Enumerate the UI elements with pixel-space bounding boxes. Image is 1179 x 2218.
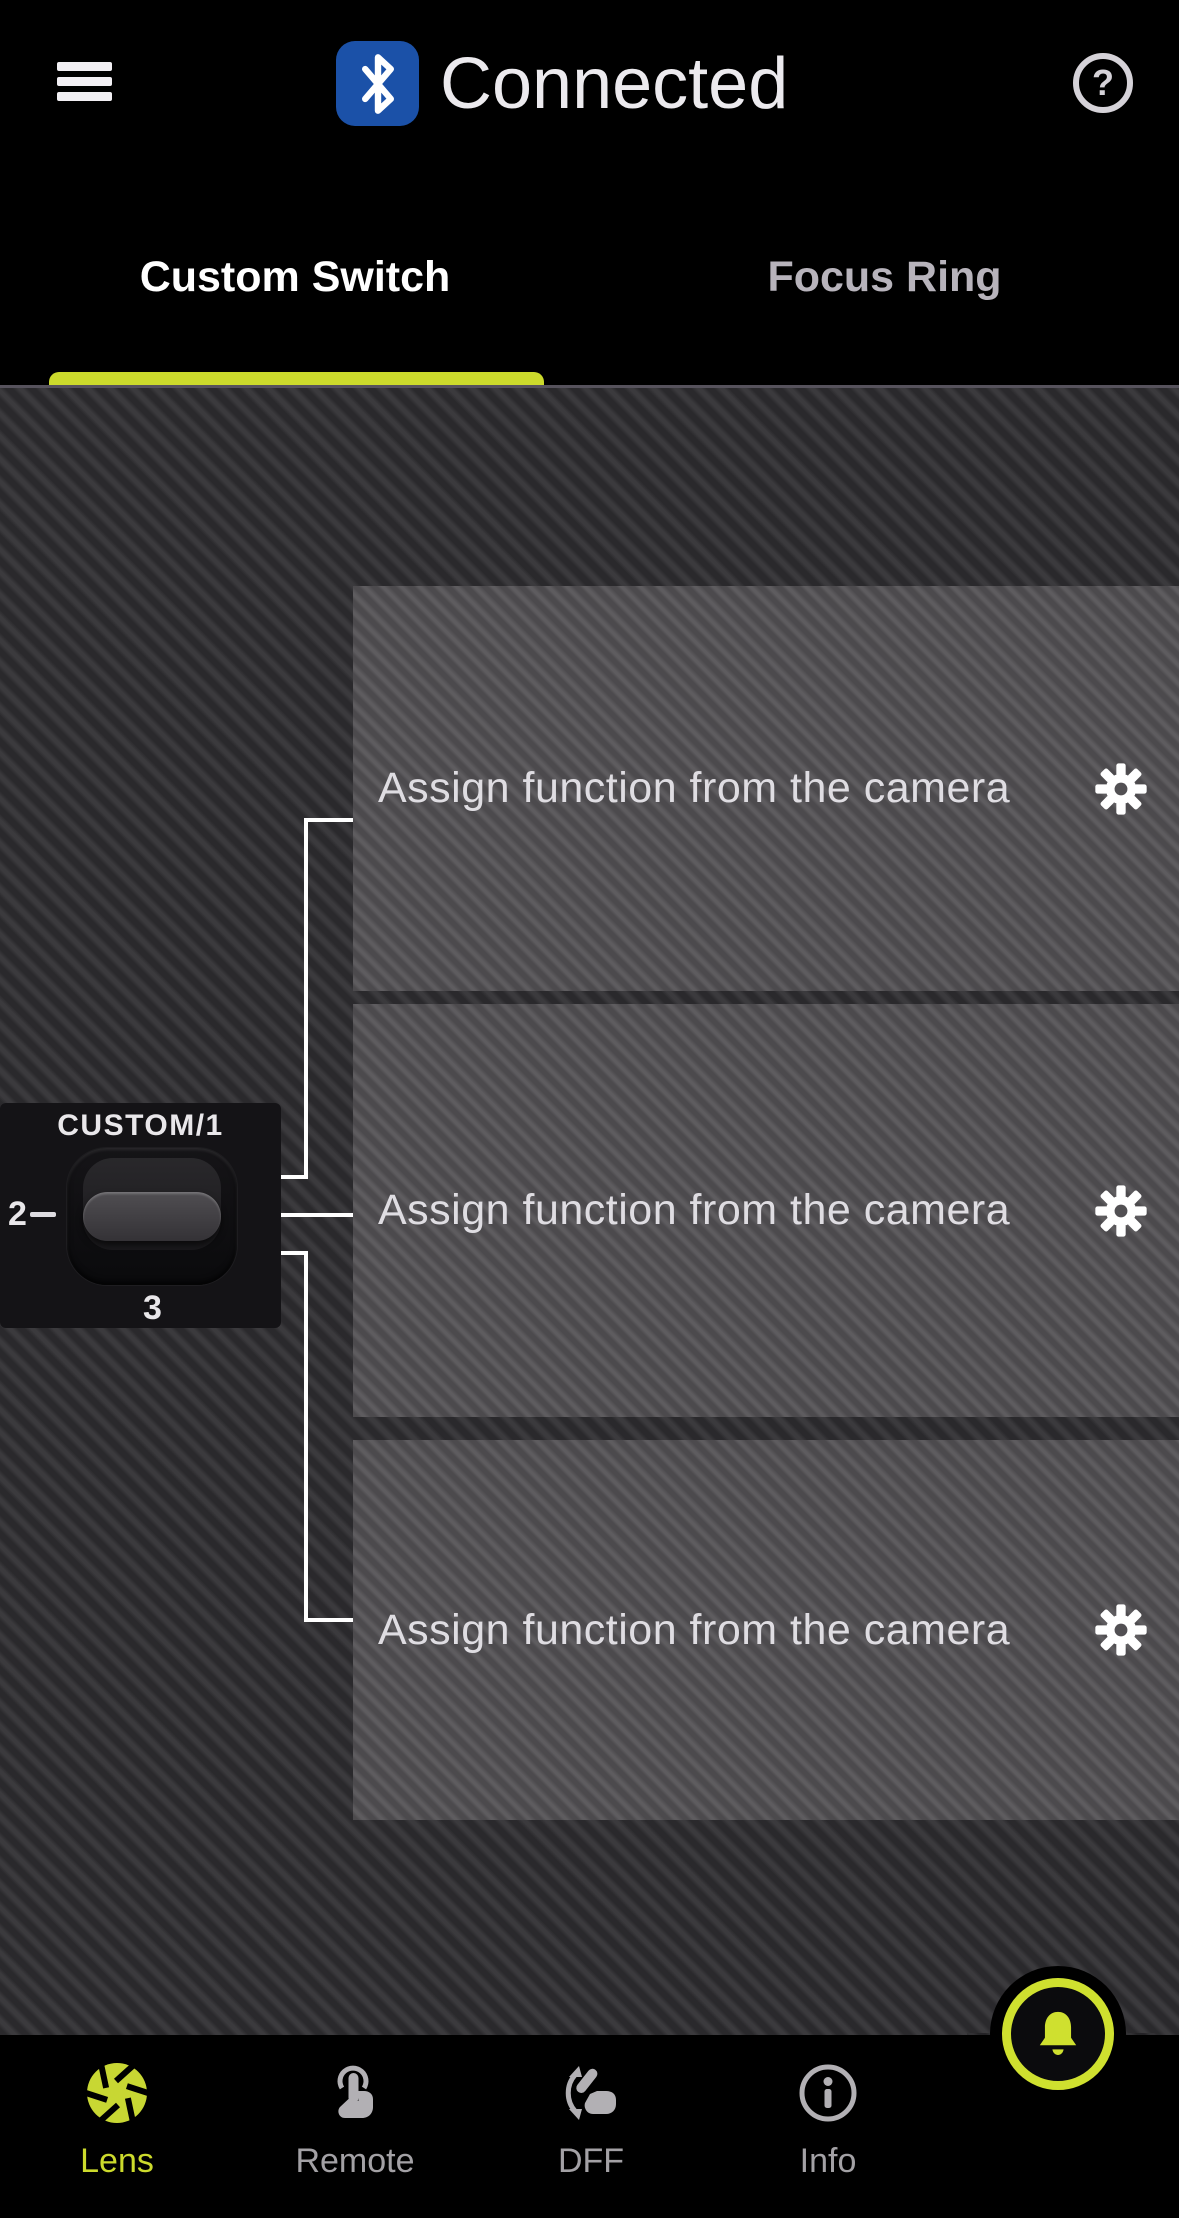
help-icon[interactable]: ?: [1073, 53, 1133, 113]
switch-title: CUSTOM/1: [57, 1109, 224, 1142]
bell-icon: [1039, 2011, 1077, 2055]
switch-position-2-tick: [30, 1212, 56, 1217]
dff-rotate-hand-icon: [491, 2060, 691, 2126]
nav-label-info: Info: [799, 2142, 857, 2180]
assignment-panel-2[interactable]: Assign function from the camera: [353, 1004, 1179, 1417]
nav-label-lens: Lens: [80, 2142, 154, 2180]
bluetooth-rune: [361, 53, 394, 114]
assignment-label-2: Assign function from the camera: [378, 1186, 1011, 1234]
tab-bar: Custom Switch Focus Ring: [0, 170, 1179, 385]
connector-line-dot3: [256, 1251, 308, 1255]
nav-item-lens[interactable]: Lens: [17, 2060, 217, 2181]
nav-label-remote: Remote: [295, 2142, 415, 2180]
bottom-navigation-bar: Lens Remote: [0, 2035, 1179, 2218]
lens-aperture-icon: [17, 2060, 217, 2126]
help-glyph: ?: [1092, 62, 1114, 103]
switch-position-3-label: 3: [143, 1289, 162, 1327]
active-tab-indicator: [49, 372, 544, 385]
switch-body: [67, 1148, 237, 1285]
gear-icon[interactable]: [1093, 1602, 1149, 1658]
connector-line-top-stub: [308, 818, 353, 822]
nav-item-dff[interactable]: DFF: [491, 2060, 691, 2181]
assignment-label-3: Assign function from the camera: [378, 1605, 1011, 1654]
connector-line-top-vertical: [304, 818, 308, 1179]
connector-line-dot2: [256, 1213, 353, 1217]
custom-switch-photo: CUSTOM/1 2 3: [0, 1103, 281, 1328]
connector-line-bottom-stub: [308, 1618, 353, 1622]
bluetooth-icon: [336, 41, 419, 126]
notification-bell-button[interactable]: [1002, 1978, 1114, 2090]
tab-custom-switch[interactable]: Custom Switch: [139, 253, 451, 301]
connector-line-dot1: [256, 1175, 308, 1179]
switch-position-2-label: 2: [8, 1195, 27, 1233]
connector-line-bottom-vertical: [304, 1251, 308, 1622]
assignment-label-1: Assign function from the camera: [378, 764, 1011, 812]
info-icon: [728, 2060, 928, 2126]
nav-label-dff: DFF: [557, 2142, 625, 2180]
assignment-panel-3[interactable]: Assign function from the camera: [353, 1440, 1179, 1820]
nav-item-remote[interactable]: Remote: [255, 2060, 455, 2181]
nav-item-info[interactable]: Info: [728, 2060, 928, 2181]
header-bar: Connected ?: [0, 0, 1179, 170]
gear-icon[interactable]: [1093, 1183, 1149, 1239]
assignment-panel-1[interactable]: Assign function from the camera: [353, 586, 1179, 991]
tab-focus-ring[interactable]: Focus Ring: [767, 253, 1002, 301]
connection-status-title: Connected: [440, 44, 789, 124]
remote-tap-icon: [255, 2060, 455, 2126]
hamburger-menu-icon[interactable]: [57, 62, 112, 108]
switch-knob: [83, 1192, 221, 1241]
gear-icon[interactable]: [1093, 761, 1149, 817]
